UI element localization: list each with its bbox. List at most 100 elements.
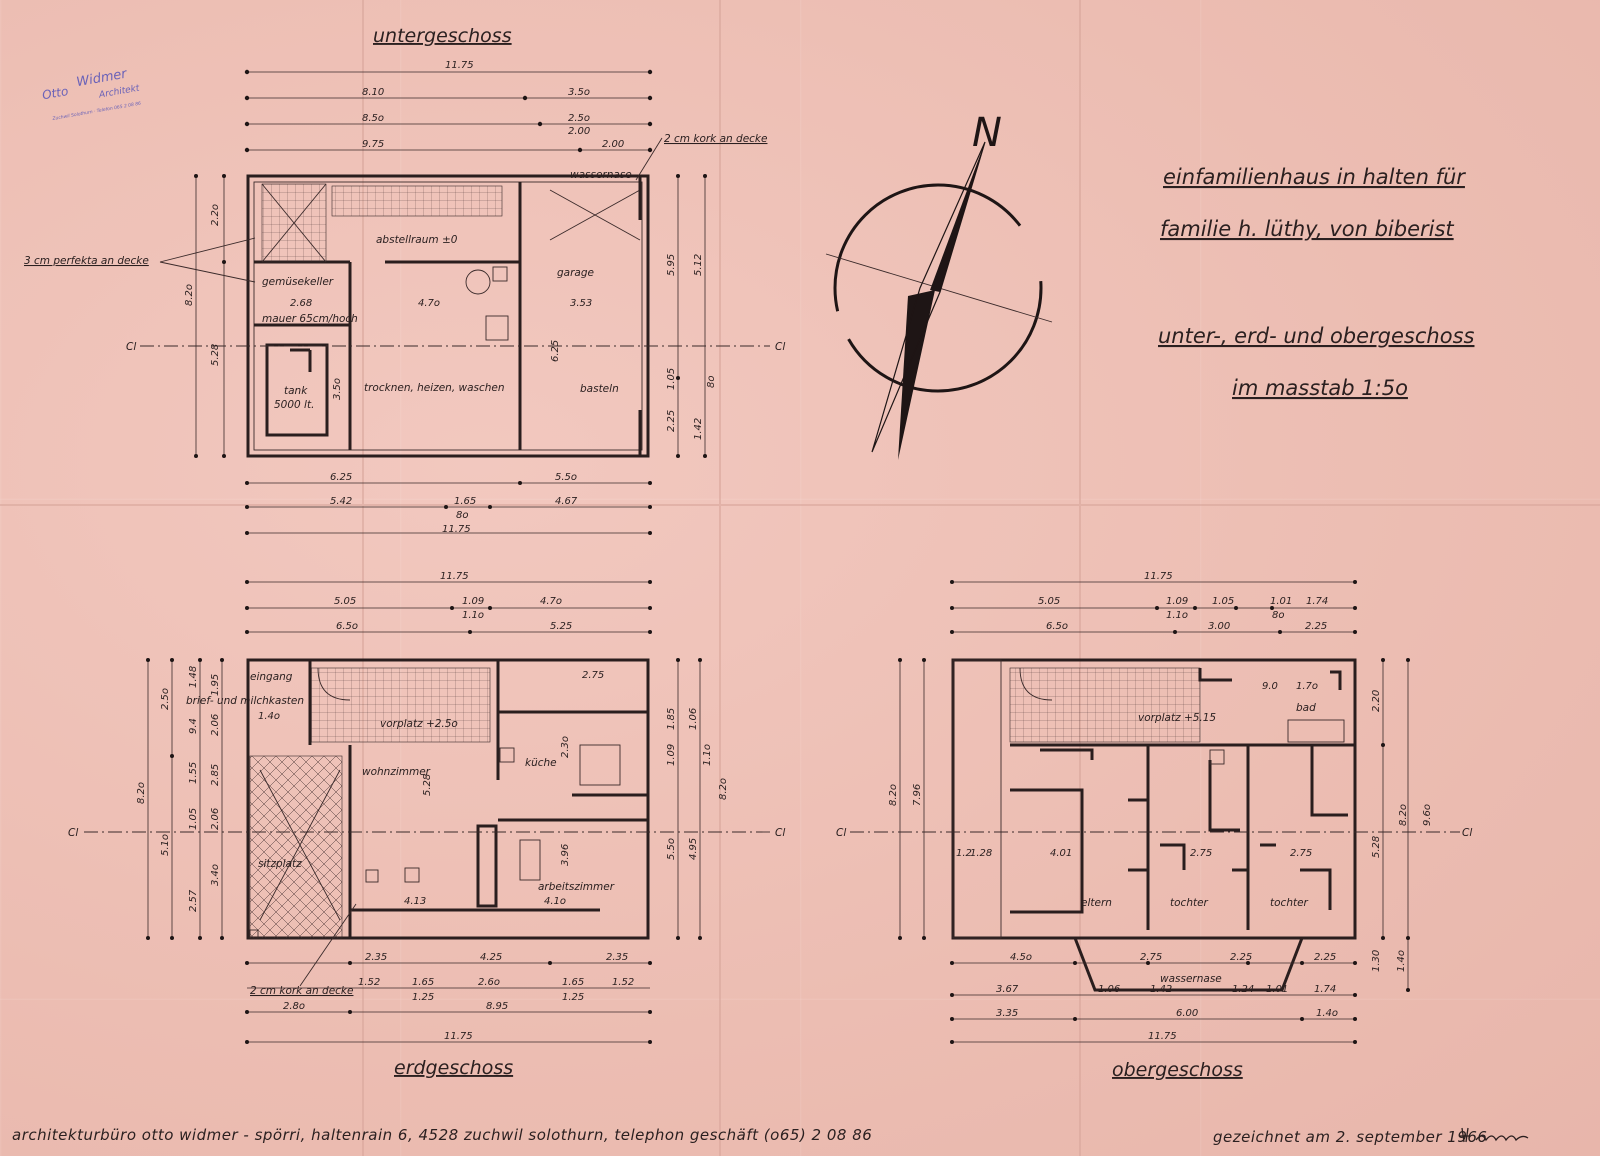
dim: 4.25	[480, 952, 502, 963]
dim: 1.25	[412, 992, 434, 1003]
section-marker-right: Cl	[775, 341, 785, 353]
dim: 1.7o	[1296, 681, 1318, 692]
dim: 4.01	[1050, 848, 1072, 859]
dim: 2.00	[568, 126, 590, 137]
dim: 1.01	[1270, 596, 1292, 607]
dim: 3.67	[996, 984, 1019, 995]
room-wohnzimmer: wohnzimmer	[362, 766, 431, 778]
dim: 9.75	[362, 139, 384, 150]
dim: 4.7o	[540, 596, 562, 607]
dim: 3.5o	[332, 378, 343, 400]
room-gemusekeller: gemüsekeller	[262, 276, 334, 288]
dim: 2.75	[1190, 848, 1212, 859]
dimension-lines-side	[146, 658, 702, 940]
dim: 9.6o	[1422, 804, 1433, 826]
dim: 8.2o	[184, 284, 195, 306]
dim: 2.3o	[560, 736, 571, 758]
dim: 1.65	[412, 977, 434, 988]
stamp-address: Zuchwil Solothurn · Telefon 065 2 08 86	[51, 101, 142, 123]
room-eltern: eltern	[1081, 897, 1112, 909]
dim: 5.28	[422, 774, 433, 796]
dim: 1.52	[358, 977, 380, 988]
plan-untergeschoss: untergeschoss 11.75 8.10 3.5o 8.5o 2.5o …	[24, 25, 785, 535]
dim: 3.53	[570, 298, 592, 309]
dim: 2.20	[1371, 690, 1382, 712]
dim: 2.75	[1140, 952, 1162, 963]
room-tochter-1: tochter	[1170, 897, 1209, 909]
dim: 1.1o	[462, 610, 484, 621]
dim: 4.5o	[1010, 952, 1032, 963]
dim: 5.5o	[666, 838, 677, 860]
dim: 4.13	[404, 896, 426, 907]
dim: 8.2o	[718, 778, 729, 800]
dim: 2.06	[210, 714, 221, 736]
dim: 2.57	[188, 889, 199, 912]
dimension-lines-side	[898, 658, 1410, 992]
room-abstellraum: abstellraum ±0	[376, 234, 458, 246]
dim: 2.5o	[160, 688, 171, 710]
dim: 2.6o	[478, 977, 500, 988]
footer-date: gezeichnet am 2. september 1966	[1213, 1128, 1487, 1146]
title-block: einfamilienhaus in halten für familie h.…	[1158, 165, 1475, 400]
room-sitzplatz: sitzplatz	[258, 858, 302, 870]
dim: 8.95	[486, 1001, 508, 1012]
stamp-role: Architekt	[97, 84, 140, 101]
dim: 6.5o	[336, 621, 358, 632]
dim: 2.25	[1314, 952, 1336, 963]
room-vorplatz: vorplatz +2.5o	[380, 718, 458, 730]
dim: 1.74	[1306, 596, 1328, 607]
footer-office: architekturbüro otto widmer - spörri, ha…	[12, 1126, 872, 1144]
section-marker-left: Cl	[68, 827, 78, 839]
dim: 5.28	[1371, 836, 1382, 858]
dim: 8.2o	[888, 784, 899, 806]
dim: 11.75	[444, 1031, 473, 1042]
dim: 2.00	[602, 139, 624, 150]
dim: 8.2o	[136, 782, 147, 804]
dim: 8o	[1272, 610, 1284, 621]
room-arbeitszimmer: arbeitszimmer	[538, 881, 615, 893]
dim: 1.09	[462, 596, 484, 607]
dim: 3.00	[1208, 621, 1230, 632]
dim: 3.96	[560, 844, 571, 866]
dim: 1.2	[956, 848, 972, 859]
dim: 8o	[456, 510, 468, 521]
dim: 1.52	[612, 977, 634, 988]
dim: 11.75	[1148, 1031, 1177, 1042]
title-line2: familie h. lüthy, von biberist	[1160, 217, 1454, 241]
dim: 1.25	[562, 992, 584, 1003]
dim: 3.35	[996, 1008, 1018, 1019]
room-briefkasten: brief- und milchkasten	[186, 695, 304, 707]
dim: 5.5o	[555, 472, 577, 483]
dim: 11.75	[445, 60, 474, 71]
dim: 1.05	[666, 368, 677, 390]
room-tank-capacity: 5000 lt.	[274, 399, 314, 411]
dim: 8.10	[362, 87, 384, 98]
dimension-lines-top	[245, 580, 652, 634]
dim: 1.85	[666, 708, 677, 730]
walls-erdgeschoss	[246, 658, 650, 940]
dim: 1.74	[1314, 984, 1336, 995]
plan-obergeschoss: 11.75 5.05 1.09 1.05 1.01 1.74 1.1o 3.00…	[836, 571, 1472, 1081]
dim: 2.68	[290, 298, 312, 309]
dim: 8.5o	[362, 113, 384, 124]
dimension-lines-bottom	[950, 961, 1357, 1044]
plan-erdgeschoss: 11.75 5.05 1.09 4.7o 1.1o 6.5o 5.25	[68, 571, 785, 1079]
dim: 1.06	[688, 708, 699, 730]
dim: 1.42	[1150, 984, 1172, 995]
label-wassernase: wassernase	[570, 169, 632, 181]
plan-heading-untergeschoss: untergeschoss	[373, 25, 512, 47]
dim: 1.01	[1266, 984, 1288, 995]
dim: 7.96	[912, 784, 923, 806]
north-label: N	[972, 110, 1002, 156]
dim: 5.12	[693, 254, 704, 276]
dim: 1.05	[1212, 596, 1234, 607]
dim: 4.1o	[544, 896, 566, 907]
dim: 1.30	[1371, 950, 1382, 972]
dimension-lines-bottom	[245, 481, 652, 535]
dim: 1.28	[970, 848, 992, 859]
walls-obergeschoss	[951, 658, 1357, 992]
dim: 2.75	[1290, 848, 1312, 859]
dimension-lines-side	[194, 174, 707, 458]
room-vorplatz: vorplatz +5.15	[1138, 712, 1216, 724]
